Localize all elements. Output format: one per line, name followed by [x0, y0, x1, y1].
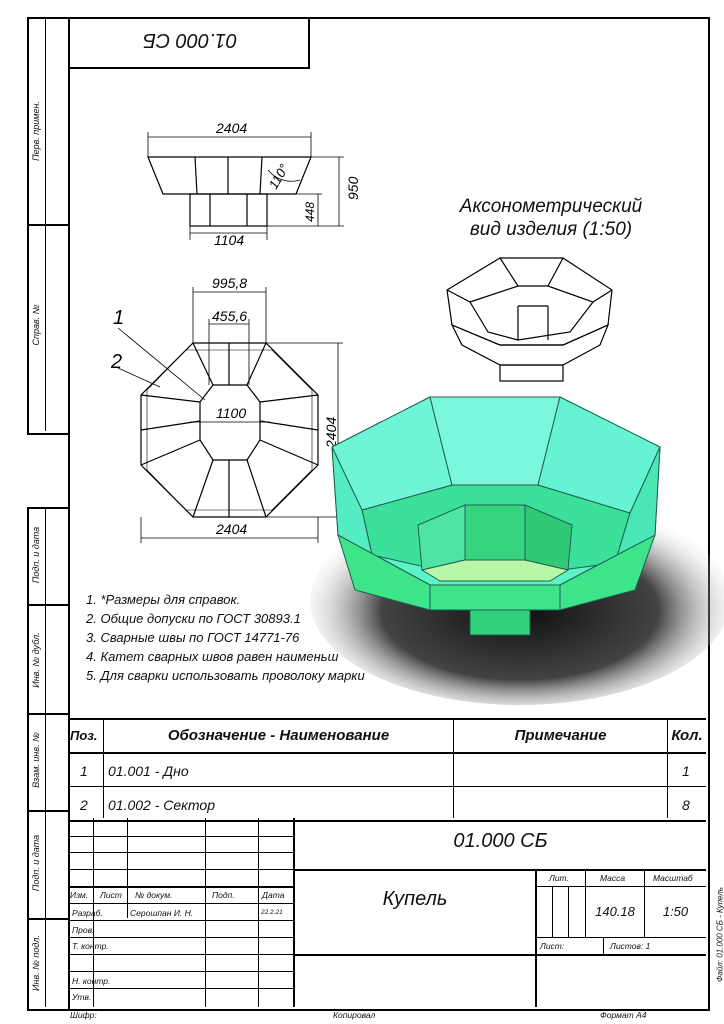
note-2: 2. Общие допуски по ГОСТ 30893.1	[86, 611, 301, 626]
dim-plan-bottom: 1100	[216, 405, 246, 421]
dim-plan-width: 2404	[215, 521, 247, 537]
tb-role-utv: Утв.	[72, 992, 92, 1002]
leader-1: 1	[113, 307, 124, 329]
dim-base-height: 448	[303, 202, 317, 222]
tb-col-izm: Изм.	[70, 890, 89, 900]
side-label-vzam: Взам. инв. №	[31, 732, 41, 788]
side-label-podl: Инв. № подл.	[31, 935, 41, 991]
footer-shifr: Шифр:	[70, 1010, 97, 1020]
dim-top-width: 2404	[215, 120, 247, 136]
tb-col-sign: Подп.	[212, 890, 235, 900]
axon-title: Аксонометрический вид изделия (1:50)	[459, 196, 643, 240]
tb-col-date: Дата	[262, 890, 285, 900]
bom-row-1-qty: 1	[682, 763, 690, 779]
dim-height: 950	[345, 176, 361, 200]
tb-col-list: Лист	[100, 890, 122, 900]
title-doc-number: 01.000 СБ	[453, 830, 548, 852]
notes-list: 1. *Размеры для справок. 2. Общие допуск…	[86, 590, 365, 685]
footer-vertical-file: Файл: 01.000 СБ - Купель	[715, 887, 724, 982]
side-label-podp2: Подп. и дата	[31, 834, 41, 892]
left-strip-upper	[27, 17, 70, 435]
tb-scale-label: Масштаб	[653, 873, 693, 883]
bom-header-note: Примечание	[514, 727, 607, 744]
tb-developer: Серошпан И. Н.	[130, 908, 194, 918]
bom-row-1-pos: 1	[80, 763, 88, 779]
bom-header-qty: Кол.	[671, 727, 703, 744]
tb-sheet: Лист:	[540, 941, 565, 951]
tb-scale: 1:50	[662, 904, 689, 919]
tb-mass-label: Масса	[600, 873, 626, 883]
tb-role-tkontr: Т. контр.	[72, 941, 109, 951]
title-product-name: Купель	[382, 888, 448, 910]
tb-role-nkontr: Н. контр.	[72, 976, 111, 986]
tb-role-razrab: Разраб.	[72, 908, 103, 918]
note-4: 4. Катет сварных швов равен наименьш	[86, 649, 339, 664]
dim-base-width: 1104	[214, 232, 244, 248]
bom-row-2-qty: 8	[682, 797, 690, 813]
leader-2: 2	[110, 351, 122, 373]
tb-sheets: Листов: 1	[610, 941, 651, 951]
tb-role-prov: Пров.	[72, 925, 95, 935]
plan-view-inner	[199, 384, 261, 461]
tb-col-doc: № докум.	[135, 890, 173, 900]
3d-render-overlay	[310, 396, 724, 705]
note-1: 1. *Размеры для справок.	[86, 592, 241, 607]
dim-plan-outer: 995,8	[212, 275, 247, 291]
top-stamp-box	[68, 17, 310, 69]
note-3: 3. Сварные швы по ГОСТ 14771-76	[86, 630, 300, 645]
bom-header-name: Обозначение - Наименование	[167, 727, 390, 744]
footer-format: Формат А4	[600, 1010, 647, 1020]
dim-plan-height: 2404	[323, 417, 339, 449]
dim-plan-inner: 455,6	[212, 308, 247, 324]
technical-drawings: 2404 1104 950 448 110° 995,8 455,6 1100 …	[110, 120, 613, 543]
tb-mass: 140.18	[595, 904, 635, 919]
bom-row-1-name: 01.001 - Дно	[108, 763, 189, 779]
drawing-frame	[68, 17, 710, 1011]
note-5: 5. Для сварки использовать проволоку мар…	[86, 668, 365, 683]
left-strip-lower	[27, 507, 70, 1011]
footer-kopiroval: Копировал	[333, 1010, 376, 1020]
bom-header-pos: Поз.	[70, 728, 98, 743]
bom-row-2-pos: 2	[80, 797, 88, 813]
tb-lit: Лит.	[549, 873, 569, 883]
tb-date: 22.2.21	[261, 909, 283, 916]
axon-small-lower	[450, 323, 610, 366]
front-view-base	[189, 193, 268, 227]
dim-angle: 110°	[266, 162, 292, 192]
bom-row-2-name: 01.002 - Сектор	[108, 797, 216, 813]
bom-table	[68, 718, 706, 822]
